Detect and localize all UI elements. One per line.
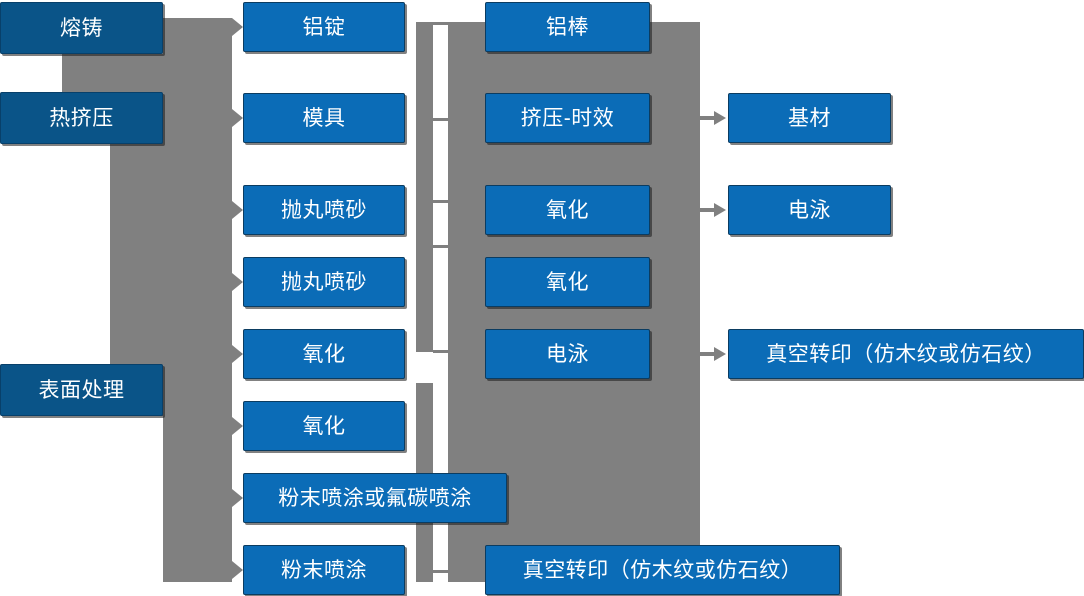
stage-hot-extrusion-label: 热挤压 [49, 106, 114, 130]
step-oxidation-2[interactable]: 氧化 [243, 401, 405, 451]
step-vacuum-transfer-1-label: 真空转印（仿木纹或仿石纹） [766, 342, 1046, 366]
step-mould-label: 模具 [302, 106, 346, 130]
step-oxidation-3-label: 氧化 [546, 198, 589, 222]
step-extrusion-aging[interactable]: 挤压-时效 [485, 93, 650, 143]
stage-hot-extrusion[interactable]: 热挤压 [0, 92, 163, 144]
step-shot-blast-2-label: 抛丸喷砂 [281, 270, 367, 294]
step-powder-or-pvdf-label: 粉末喷涂或氟碳喷涂 [278, 486, 472, 510]
step-vacuum-transfer-2-label: 真空转印（仿木纹或仿石纹） [522, 558, 803, 582]
step-aluminium-bar[interactable]: 铝棒 [485, 2, 650, 52]
step-oxidation-1-label: 氧化 [302, 342, 346, 366]
step-base-material-label: 基材 [788, 106, 831, 130]
step-aluminium-ingot-label: 铝锭 [302, 15, 346, 39]
step-vacuum-transfer-2[interactable]: 真空转印（仿木纹或仿石纹） [485, 545, 840, 595]
stage-melt-cast[interactable]: 熔铸 [0, 2, 163, 54]
step-electrophoresis-1-label: 电泳 [546, 342, 589, 366]
step-shot-blast-2[interactable]: 抛丸喷砂 [243, 257, 405, 307]
step-electrophoresis-2[interactable]: 电泳 [728, 185, 891, 235]
step-oxidation-3[interactable]: 氧化 [485, 185, 650, 235]
step-powder-coating[interactable]: 粉末喷涂 [243, 545, 405, 595]
step-extrusion-aging-label: 挤压-时效 [520, 106, 615, 130]
step-oxidation-4-label: 氧化 [546, 270, 589, 294]
step-aluminium-ingot[interactable]: 铝锭 [243, 2, 405, 52]
stage-surface-treatment-label: 表面处理 [38, 378, 125, 402]
stage-surface-treatment[interactable]: 表面处理 [0, 364, 163, 416]
step-electrophoresis-2-label: 电泳 [788, 198, 831, 222]
step-powder-or-pvdf[interactable]: 粉末喷涂或氟碳喷涂 [243, 473, 507, 523]
step-shot-blast-1[interactable]: 抛丸喷砂 [243, 185, 405, 235]
right-arrowheads [700, 111, 726, 361]
step-aluminium-bar-label: 铝棒 [546, 15, 589, 39]
step-electrophoresis-1[interactable]: 电泳 [485, 329, 650, 379]
step-oxidation-2-label: 氧化 [302, 414, 346, 438]
step-shot-blast-1-label: 抛丸喷砂 [281, 198, 367, 222]
step-vacuum-transfer-1[interactable]: 真空转印（仿木纹或仿石纹） [728, 329, 1084, 379]
stage-melt-cast-label: 熔铸 [60, 16, 103, 40]
step-mould[interactable]: 模具 [243, 93, 405, 143]
step-powder-coating-label: 粉末喷涂 [281, 558, 367, 582]
step-base-material[interactable]: 基材 [728, 93, 891, 143]
step-oxidation-1[interactable]: 氧化 [243, 329, 405, 379]
step-oxidation-4[interactable]: 氧化 [485, 257, 650, 307]
left-arrowheads [232, 18, 243, 579]
